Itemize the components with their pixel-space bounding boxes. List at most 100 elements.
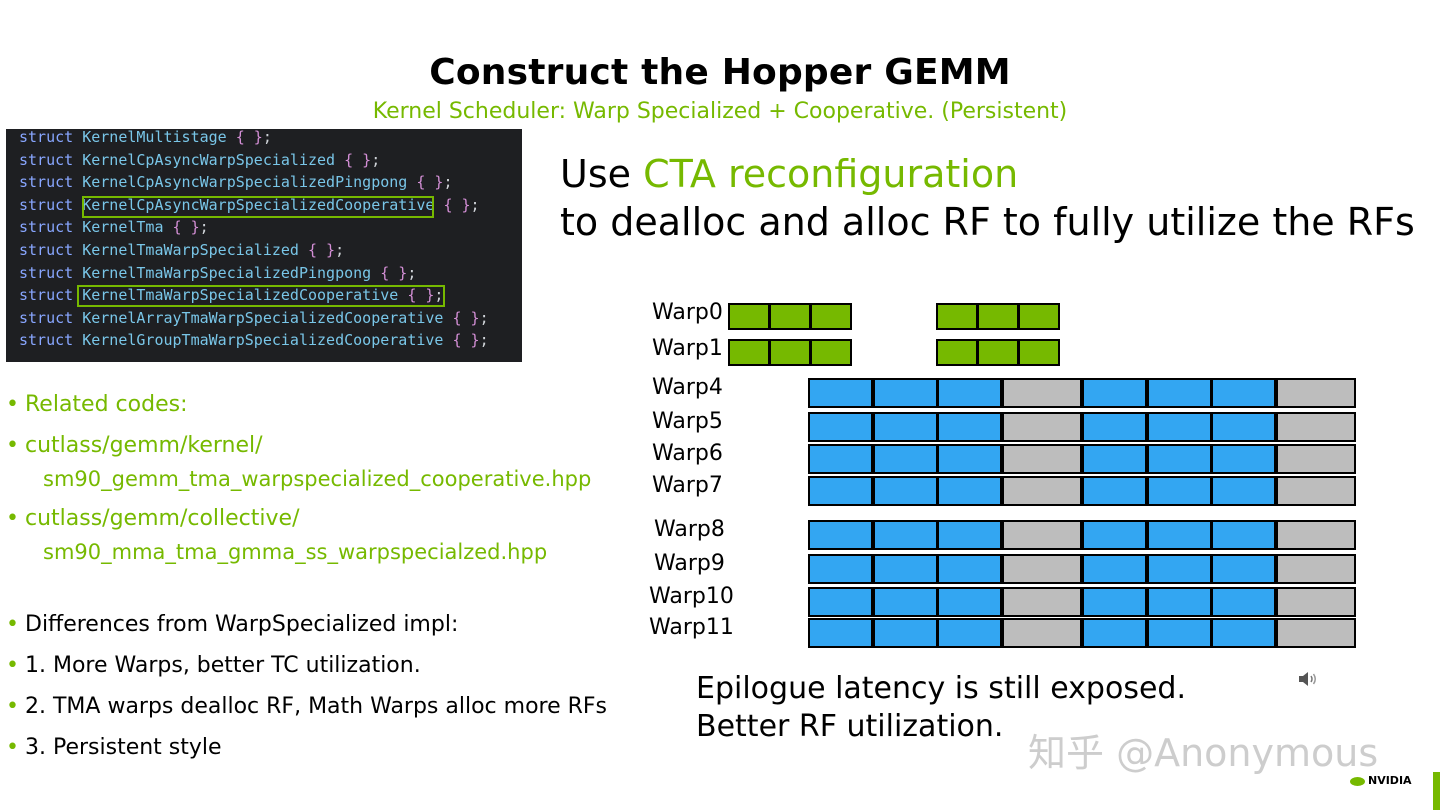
mma-block (1211, 618, 1276, 648)
epilogue-block (1001, 587, 1082, 617)
epilogue-block (1275, 618, 1356, 648)
mma-block (808, 587, 873, 617)
mma-block (872, 412, 938, 442)
warp-label: Warp5 (652, 409, 723, 434)
mma-block (1082, 476, 1147, 506)
tma-load-block (728, 339, 770, 366)
code-line: struct KernelCpAsyncWarpSpecialized { }; (19, 150, 381, 169)
epilogue-block (1275, 520, 1356, 550)
mma-block (808, 444, 873, 474)
epilogue-block (1001, 618, 1082, 648)
epilogue-block (1001, 476, 1082, 506)
tma-load-block (769, 339, 811, 366)
code-highlight-box (82, 196, 434, 218)
mma-block (872, 618, 938, 648)
epilogue-block (1001, 412, 1082, 442)
tma-load-block (936, 303, 978, 330)
watermark: 知乎 @Anonymous (1028, 731, 1379, 775)
bullet-diff-1: •1. More Warps, better TC utilization. (6, 653, 421, 678)
tma-load-block (977, 339, 1019, 366)
epilogue-block (1001, 444, 1082, 474)
slide-title: Construct the Hopper GEMM (429, 52, 1011, 93)
epilogue-block (1275, 412, 1356, 442)
mma-block (1146, 378, 1212, 408)
warp-label: Warp8 (654, 517, 725, 542)
mma-block (937, 587, 1002, 617)
warp-label: Warp4 (652, 375, 723, 400)
mma-block (872, 587, 938, 617)
mma-block (937, 554, 1002, 584)
accent-bar (1433, 772, 1440, 810)
mma-block (1082, 520, 1147, 550)
epilogue-block (1001, 520, 1082, 550)
tma-load-block (977, 303, 1019, 330)
warp-label: Warp0 (652, 300, 723, 325)
mma-block (808, 378, 873, 408)
mma-block (937, 520, 1002, 550)
bullet-diff-head: •Differences from WarpSpecialized impl: (6, 612, 459, 637)
warp-label: Warp1 (652, 336, 723, 361)
bullet-path-collective: •cutlass/gemm/collective/ (6, 506, 300, 531)
mma-block (937, 618, 1002, 648)
mma-block (937, 476, 1002, 506)
mma-block (1211, 554, 1276, 584)
tma-load-block (810, 303, 852, 330)
bullet-path-kernel: •cutlass/gemm/kernel/ (6, 433, 263, 458)
mma-block (1211, 378, 1276, 408)
mma-block (937, 378, 1002, 408)
warp-label: Warp11 (649, 615, 734, 640)
mma-block (872, 378, 938, 408)
code-line: struct KernelTma { }; (19, 218, 209, 237)
mma-block (808, 520, 873, 550)
code-line: struct KernelTmaWarpSpecialized { }; (19, 240, 345, 259)
tma-load-block (769, 303, 811, 330)
mma-block (937, 412, 1002, 442)
mma-block (1211, 520, 1276, 550)
mma-block (1146, 520, 1212, 550)
headline: Use CTA reconfiguration to dealloc and a… (560, 152, 1415, 244)
warp-label: Warp7 (652, 473, 723, 498)
epilogue-block (1275, 444, 1356, 474)
warp-label: Warp10 (649, 584, 734, 609)
mma-block (872, 554, 938, 584)
code-highlight-box (77, 285, 445, 307)
epilogue-block (1001, 554, 1082, 584)
mma-block (808, 618, 873, 648)
code-snippet: struct KernelMultistage { }; struct Kern… (6, 129, 522, 362)
headline-accent: CTA reconfiguration (643, 152, 1019, 196)
headline-line2: to dealloc and alloc RF to fully utilize… (560, 200, 1415, 244)
epilogue-block (1275, 554, 1356, 584)
mma-block (1211, 444, 1276, 474)
mma-block (1082, 554, 1147, 584)
mma-block (872, 444, 938, 474)
mma-block (1082, 587, 1147, 617)
nvidia-eye-icon (1350, 776, 1365, 786)
mma-block (1146, 444, 1212, 474)
tma-load-block (810, 339, 852, 366)
mma-block (1082, 378, 1147, 408)
nvidia-logo: NVIDIA (1350, 774, 1412, 787)
code-line: struct KernelTmaWarpSpecializedCooperati… (19, 286, 444, 305)
file-collective: sm90_mma_tma_gmma_ss_warpspecialzed.hpp (43, 540, 548, 564)
mma-block (937, 444, 1002, 474)
mma-block (1082, 444, 1147, 474)
mma-block (1146, 618, 1212, 648)
code-line: struct KernelMultistage { }; (19, 128, 272, 146)
epilogue-block (1275, 476, 1356, 506)
warp-label: Warp9 (654, 551, 725, 576)
mma-block (1211, 587, 1276, 617)
mma-block (1082, 412, 1147, 442)
tma-load-block (936, 339, 978, 366)
epilogue-block (1275, 378, 1356, 408)
bullet-diff-3: •3. Persistent style (6, 735, 222, 760)
mma-block (1211, 476, 1276, 506)
mma-block (872, 520, 938, 550)
speaker-icon[interactable] (1297, 669, 1319, 689)
tma-load-block (1018, 339, 1060, 366)
epilogue-block (1275, 587, 1356, 617)
tma-load-block (728, 303, 770, 330)
mma-block (1146, 554, 1212, 584)
mma-block (872, 476, 938, 506)
mma-block (1146, 587, 1212, 617)
code-line: struct KernelCpAsyncWarpSpecializedPingp… (19, 173, 453, 192)
